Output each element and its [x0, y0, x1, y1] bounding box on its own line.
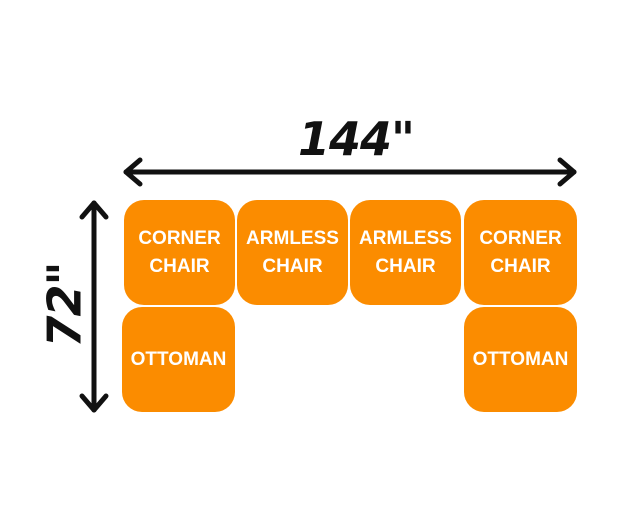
piece-label: CORNER CHAIR	[138, 227, 221, 277]
piece-label: CORNER CHAIR	[479, 227, 562, 277]
depth-label: 72"	[37, 262, 92, 348]
width-label: 144"	[298, 112, 415, 166]
ottoman-right: OTTOMAN	[464, 307, 577, 412]
ottoman-left: OTTOMAN	[122, 307, 235, 412]
piece-label: ARMLESS CHAIR	[246, 227, 339, 277]
piece-label: OTTOMAN	[472, 348, 569, 370]
armless-chair-1: ARMLESS CHAIR	[237, 200, 348, 305]
depth-arrow	[79, 200, 109, 413]
width-arrow	[123, 157, 577, 187]
corner-chair-right: CORNER CHAIR	[464, 200, 577, 305]
armless-chair-2: ARMLESS CHAIR	[350, 200, 461, 305]
piece-label: ARMLESS CHAIR	[359, 227, 452, 277]
piece-label: OTTOMAN	[130, 348, 227, 370]
corner-chair-left: CORNER CHAIR	[124, 200, 235, 305]
